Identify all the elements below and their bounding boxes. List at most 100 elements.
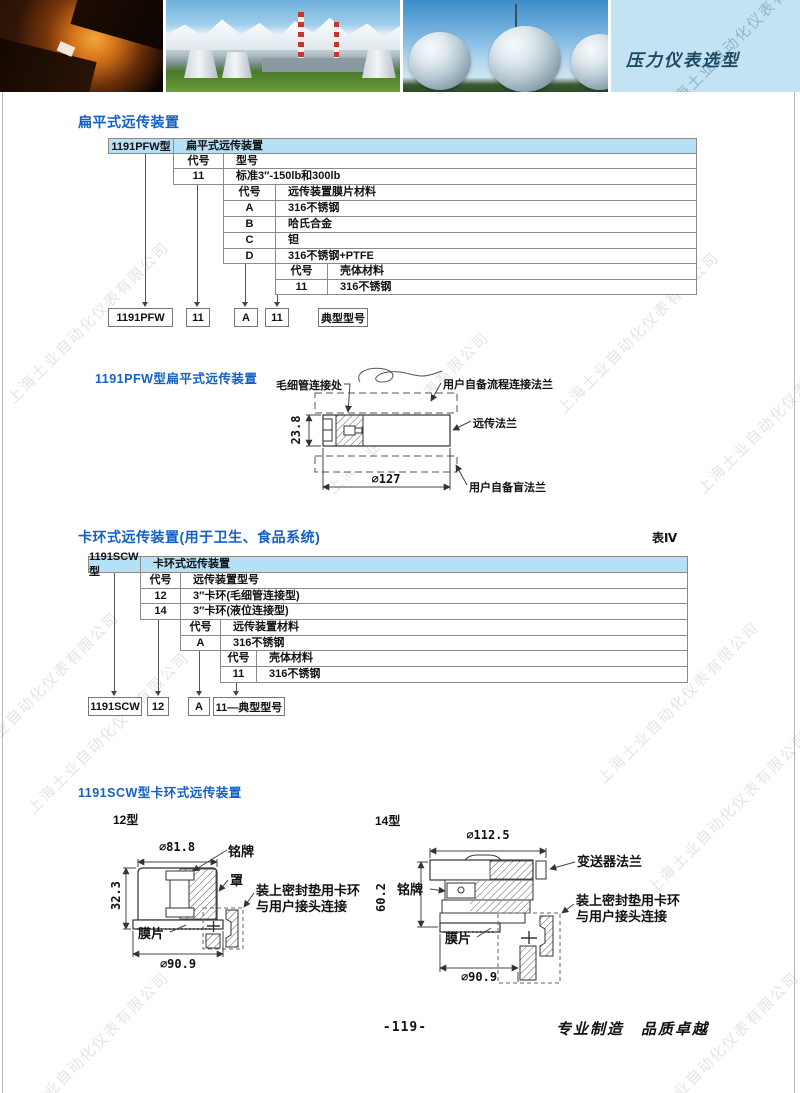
row-code: 11: [174, 169, 224, 184]
table-row: D 316不锈钢+PTFE: [223, 248, 697, 264]
connector-line: [145, 154, 146, 302]
table-header-row: 扁平式远传装置: [173, 138, 697, 154]
section1-title: 扁平式远传装置: [78, 114, 180, 130]
row-label: 316不锈钢: [269, 668, 321, 680]
cooling-tower-shape: [222, 52, 252, 78]
row-label: 316不锈钢: [340, 280, 392, 293]
gas-spheres-photo: [403, 0, 608, 92]
row-label: 远传装置型号: [193, 574, 259, 586]
handshake-shape: [70, 0, 163, 55]
clamp-note: 装上密封垫用卡环 与用户接头连接: [256, 883, 360, 915]
clamp-note-line1: 装上密封垫用卡环: [576, 893, 681, 908]
leader-line: [218, 879, 229, 892]
hatched-section: [473, 881, 533, 899]
table-row: 代号 远传装置膜片材料: [223, 184, 697, 201]
photo-divider: [608, 0, 611, 92]
remote-flange-label: 远传法兰: [473, 418, 517, 430]
scw12-technical-drawing: [122, 849, 255, 958]
breakout-squiggle: [358, 367, 443, 383]
leader-line: [430, 382, 442, 402]
blind-flange-label: 用户自备盲法兰: [469, 482, 546, 494]
fitting-shape: [205, 933, 221, 949]
row-code: D: [224, 249, 276, 263]
model-description: 扁平式远传装置: [186, 139, 263, 152]
dimension-bottom: ∅90.9: [159, 957, 197, 971]
header-title-panel: 上海土业自动化仪表有限公司 压力仪表选型: [610, 0, 800, 92]
arrow-down-icon: [155, 691, 161, 696]
table-header-row: 卡环式远传装置: [140, 556, 688, 573]
table-row: 11 316不锈钢: [220, 666, 688, 683]
bolt-shape: [354, 427, 363, 434]
connector-line: [158, 620, 159, 691]
row-label: 标准3″-150lb和300lb: [236, 170, 341, 182]
table-row: A 316不锈钢: [223, 200, 697, 217]
table-row: 代号 远传装置材料: [180, 619, 688, 636]
leader-line: [243, 892, 255, 908]
flange-shape: [439, 922, 501, 933]
capillary-fitting: [322, 429, 333, 442]
dimension-height: 23.8: [289, 415, 303, 445]
pfw-technical-drawing: [305, 367, 472, 491]
table-row: 代号 型号: [173, 153, 697, 169]
mountain-shape: [166, 17, 400, 50]
result-box: 11: [265, 308, 289, 327]
result-box: 1191PFW: [108, 308, 173, 327]
row-label: 316不锈钢: [233, 636, 285, 649]
row-code: A: [181, 636, 221, 650]
gas-sphere-shape: [489, 26, 561, 92]
leader-line: [452, 420, 472, 431]
chimney-shape: [334, 22, 339, 60]
type14-label: 14型: [375, 814, 401, 828]
nameplate-shape: [165, 907, 195, 918]
dimension-height: 32.3: [109, 881, 123, 910]
leader-line: [549, 861, 576, 871]
row-code: 14: [141, 604, 181, 619]
page-border-right: [794, 92, 795, 1093]
table-row: 11 标准3″-150lb和300lb: [173, 168, 697, 185]
arrow-down-icon: [233, 691, 239, 696]
process-flange-shape: [314, 392, 458, 414]
cover-label: 罩: [230, 873, 244, 888]
photo-divider: [163, 0, 166, 92]
clamp-note-line1: 装上密封垫用卡环: [256, 883, 361, 898]
nameplate-label: 铭牌: [397, 882, 424, 897]
page-title: 压力仪表选型: [626, 51, 740, 70]
table-row: 11 316不锈钢: [275, 279, 697, 295]
table-number: 表Ⅳ: [652, 531, 678, 545]
leader-line: [455, 464, 468, 486]
photo-divider: [400, 0, 403, 92]
pfw-drawing-title: 1191PFW型扁平式远传装置: [95, 372, 258, 386]
hatched-section: [470, 901, 530, 912]
clamp-ring-shape: [539, 915, 554, 957]
capillary-fitting: [322, 418, 333, 431]
connector-line: [245, 264, 246, 302]
table-row: C 钽: [223, 232, 697, 249]
nameplate-shape: [169, 879, 190, 909]
process-flange-label: 用户自备流程连接法兰: [443, 379, 553, 391]
dimension-height: 60.2: [374, 883, 388, 912]
result-box: 1191SCW: [88, 697, 142, 716]
row-label: 3″卡环(毛细管连接型): [193, 589, 300, 602]
connector-line: [197, 185, 198, 302]
leader-line: [169, 924, 187, 933]
nameplate-hole: [457, 886, 465, 894]
flange-end-piece: [535, 860, 547, 880]
arrow-down-icon: [242, 302, 248, 307]
row-label: 远传装置膜片材料: [288, 186, 376, 198]
connector-line: [199, 651, 200, 691]
footer-slogan: 专业制造 品质卓越: [556, 1021, 710, 1038]
handshake-photo: [0, 0, 163, 92]
gas-sphere-shape: [571, 34, 608, 90]
result-box: 11: [186, 308, 210, 327]
arrow-down-icon: [111, 691, 117, 696]
clamp-ring-shape: [225, 909, 239, 948]
row-code: 代号: [276, 264, 328, 279]
watermark-text: 上海土业自动化仪表有限公司: [4, 968, 173, 1093]
body-step: [439, 912, 526, 924]
dimension-top: ∅81.8: [158, 840, 196, 854]
arrow-down-icon: [194, 302, 200, 307]
nameplate-label: 铭牌: [228, 844, 255, 859]
row-label: 壳体材料: [340, 265, 384, 277]
connector-line: [236, 683, 237, 691]
dimension-top: ∅112.5: [466, 828, 510, 842]
